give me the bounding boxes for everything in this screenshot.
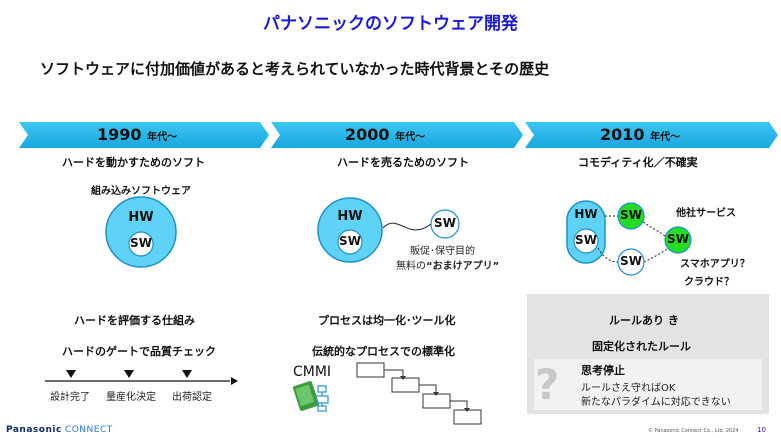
sw-label-2010-inner: SW [575, 233, 597, 247]
smartphone-label: スマホアプリ？ [680, 259, 750, 270]
era-2000: 2000 年代〜 [345, 125, 426, 144]
book-icon [292, 381, 320, 411]
embedded-software-label: 組み込みソフトウェア [91, 186, 191, 197]
connector-curve [382, 222, 432, 231]
cloud-label: クラウド？ [684, 277, 734, 288]
milestone-marker [66, 370, 76, 378]
sw-label-green-1: SW [620, 208, 642, 222]
era-heading-2010: コモディティ化／不確実 [578, 156, 698, 169]
sw-green-1 [617, 202, 645, 230]
milestone-marker [182, 370, 192, 378]
era-banner-2000 [271, 122, 523, 148]
milestone-label: 量産化決定 [106, 392, 156, 403]
sw-bubble-1990 [128, 231, 154, 257]
era-heading-1990: ハードを動かすためのソフト [62, 156, 205, 169]
col3-line2: 固定化されたルール [592, 340, 691, 353]
col1-line1: ハードを評価する仕組み [74, 314, 195, 327]
sw-bubble-2010-outer [617, 248, 645, 276]
era-heading-2000: ハードを売るためのソフト [337, 156, 469, 169]
promo-note: 販促･保守目的 [410, 246, 475, 257]
col1-line2: ハードのゲートで品質チェック [62, 345, 216, 358]
era-banner-1990 [19, 122, 269, 148]
sw-label-2000: SW [339, 234, 361, 248]
cmmi-label: CMMI [293, 364, 332, 380]
page-number: 10 [757, 426, 766, 434]
stop-line1: ルールさえ守ればOK [581, 383, 676, 394]
question-mark-icon: ? [535, 360, 560, 409]
sw-green-2 [664, 226, 692, 254]
era-2010: 2010 年代〜 [600, 125, 681, 144]
sw-label-2000-outer: SW [434, 216, 456, 230]
hw-label-1990: HW [128, 210, 154, 225]
era-banner-2010 [525, 122, 778, 148]
stop-line2: 新たなパラダイムに対応できない [581, 397, 731, 408]
sw-bubble-2000-outer [430, 209, 460, 239]
page-title: パナソニックのソフトウェア開発 [263, 14, 518, 34]
process-steps [356, 362, 482, 425]
free-app-note: 無料の“おまけアプリ” [396, 261, 500, 272]
sw-label-green-2: SW [667, 232, 689, 246]
stop-title: 思考停止 [581, 364, 625, 377]
milestone-marker [124, 370, 134, 378]
brand-logo: Panasonic CONNECT [6, 425, 113, 435]
other-service-label: 他社サービス [676, 208, 736, 219]
milestone-label: 出荷認定 [172, 392, 212, 403]
hw-label-2000: HW [337, 209, 363, 224]
col2-line1: プロセスは均一化･ツール化 [318, 314, 456, 327]
page-subtitle: ソフトウェアに付加価値があると考えられていなかった時代背景とその歴史 [40, 60, 550, 78]
sw-label-1990: SW [130, 236, 152, 250]
sw-label-2010-outer: SW [620, 254, 642, 268]
stop-box [534, 359, 762, 410]
era-1990: 1990 年代〜 [97, 125, 178, 144]
milestone-label: 設計完了 [50, 392, 90, 403]
copyright: © Panasonic Connect Co., Ltd. 2024 [648, 428, 739, 434]
col2-line2: 伝統的なプロセスでの標準化 [312, 345, 455, 358]
sw-bubble-2010-inner [573, 228, 599, 254]
col3-line1: ルールあり き [609, 314, 679, 327]
flowchart-icon [315, 385, 329, 412]
hw-label-2010: HW [574, 207, 598, 221]
sw-bubble-2000-inner [337, 229, 363, 255]
